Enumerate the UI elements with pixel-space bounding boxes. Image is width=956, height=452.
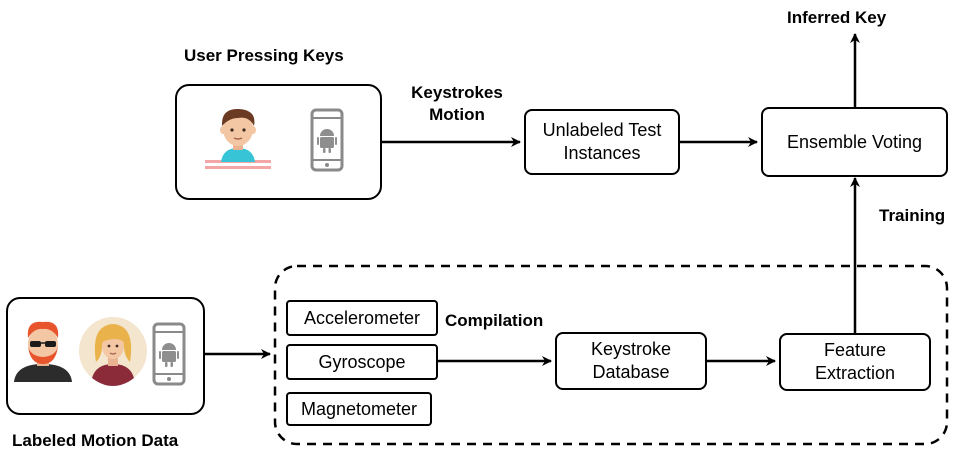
keystrokes-label-line2: Motion — [429, 105, 485, 124]
feature-extraction-line2: Extraction — [814, 363, 896, 383]
feature-extraction-line1: Feature — [823, 340, 887, 360]
gyroscope-box: Gyroscope — [286, 344, 438, 380]
unlabeled-test-line1: Unlabeled Test — [542, 120, 662, 140]
labeled-motion-data-title: Labeled Motion Data — [12, 431, 179, 450]
accelerometer-label: Accelerometer — [303, 307, 421, 328]
accelerometer-box: Accelerometer — [286, 300, 438, 336]
magnetometer-label: Magnetometer — [300, 398, 418, 419]
compilation-label: Compilation — [445, 311, 544, 330]
inferred-key-label: Inferred Key — [787, 8, 887, 27]
android-phone-icon-2 — [152, 322, 186, 386]
user-pressing-keys-box — [175, 84, 382, 200]
feature-extraction-box: Feature Extraction — [779, 333, 931, 391]
woman-avatar-icon — [79, 317, 147, 386]
unlabeled-test-instances-box: Unlabeled Test Instances — [524, 109, 680, 175]
ensemble-voting-label: Ensemble Voting — [786, 131, 923, 152]
keystroke-database-box: Keystroke Database — [555, 332, 707, 390]
gyroscope-label: Gyroscope — [318, 351, 406, 372]
user-pressing-keys-title: User Pressing Keys — [184, 46, 344, 65]
sensor-group-dashed-container — [273, 264, 949, 446]
magnetometer-box: Magnetometer — [286, 392, 432, 426]
keystroke-db-line1: Keystroke — [590, 339, 672, 359]
unlabeled-test-line2: Instances — [563, 143, 641, 163]
ensemble-voting-box: Ensemble Voting — [761, 107, 948, 177]
keystroke-db-line2: Database — [592, 362, 670, 382]
man-sunglasses-avatar-icon — [14, 321, 72, 382]
keystrokes-motion-label: Keystrokes Motion — [398, 82, 516, 126]
training-label: Training — [879, 206, 946, 225]
boy-avatar-icon — [205, 108, 271, 169]
android-phone-icon — [310, 108, 344, 172]
keystrokes-label-line1: Keystrokes — [411, 83, 503, 102]
